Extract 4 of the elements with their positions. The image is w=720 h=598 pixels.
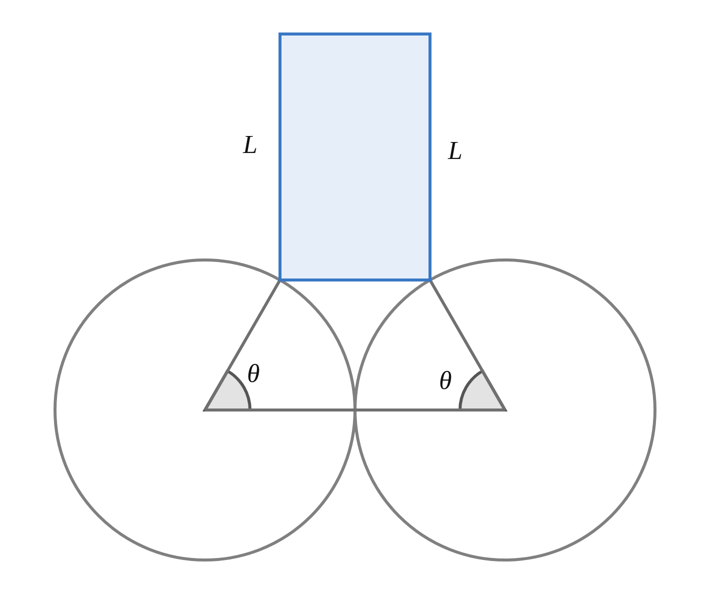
- angle-label: θ: [439, 368, 452, 394]
- side-label: L: [243, 132, 258, 158]
- side-label: L: [448, 138, 462, 164]
- angle-label: θ: [247, 361, 260, 387]
